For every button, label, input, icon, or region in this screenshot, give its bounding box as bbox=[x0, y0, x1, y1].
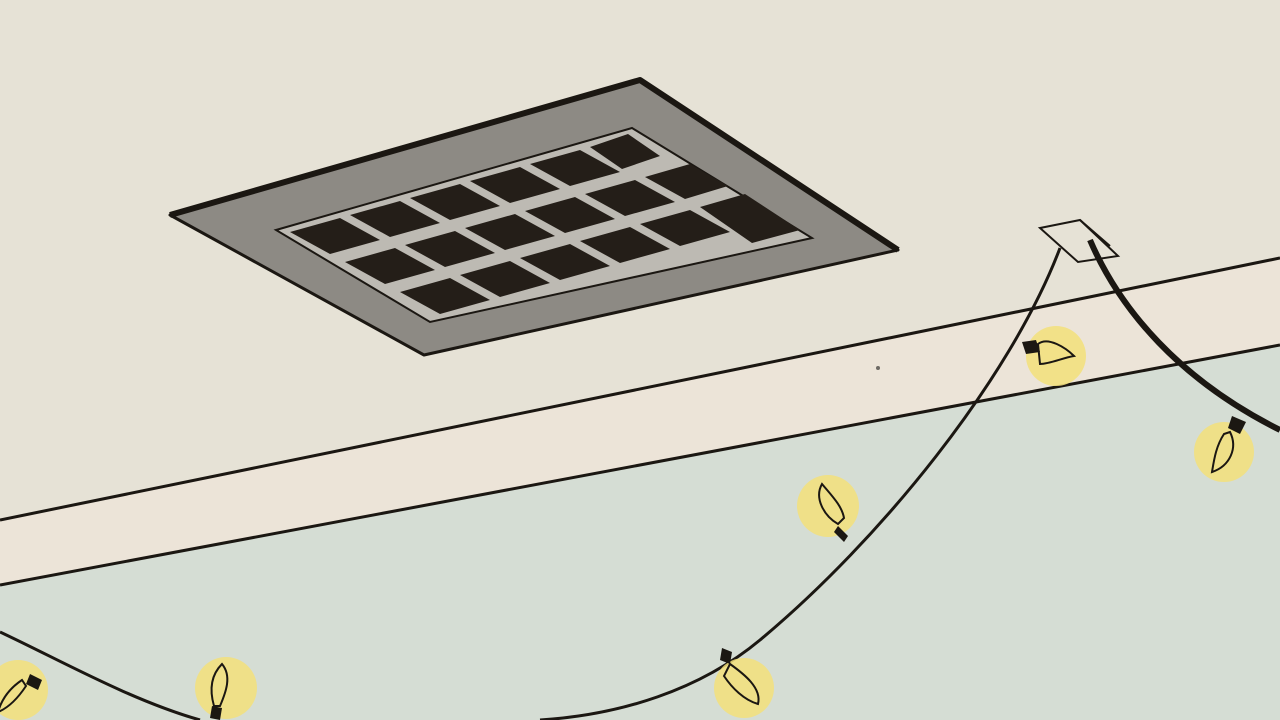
beam-bottom-edge bbox=[0, 343, 1280, 587]
wall bbox=[0, 345, 1280, 720]
ceiling-vent-icon bbox=[168, 77, 900, 357]
string-light-bulb-icon bbox=[195, 657, 257, 720]
beam-top-edge bbox=[0, 256, 1280, 522]
light-wire-front bbox=[539, 247, 1062, 720]
ceiling-beam bbox=[0, 258, 1280, 585]
string-light-bulb-icon bbox=[797, 475, 859, 542]
string-light-bulb-icon bbox=[0, 660, 48, 720]
light-wire-back bbox=[1087, 238, 1280, 433]
light-wire-left bbox=[0, 630, 201, 720]
vent-holes bbox=[290, 134, 800, 314]
string-light-bulb-icon bbox=[1022, 326, 1086, 386]
beam-speck bbox=[876, 366, 880, 370]
string-light-bulb-icon bbox=[1194, 416, 1254, 482]
string-light-bulb-icon bbox=[714, 648, 774, 718]
